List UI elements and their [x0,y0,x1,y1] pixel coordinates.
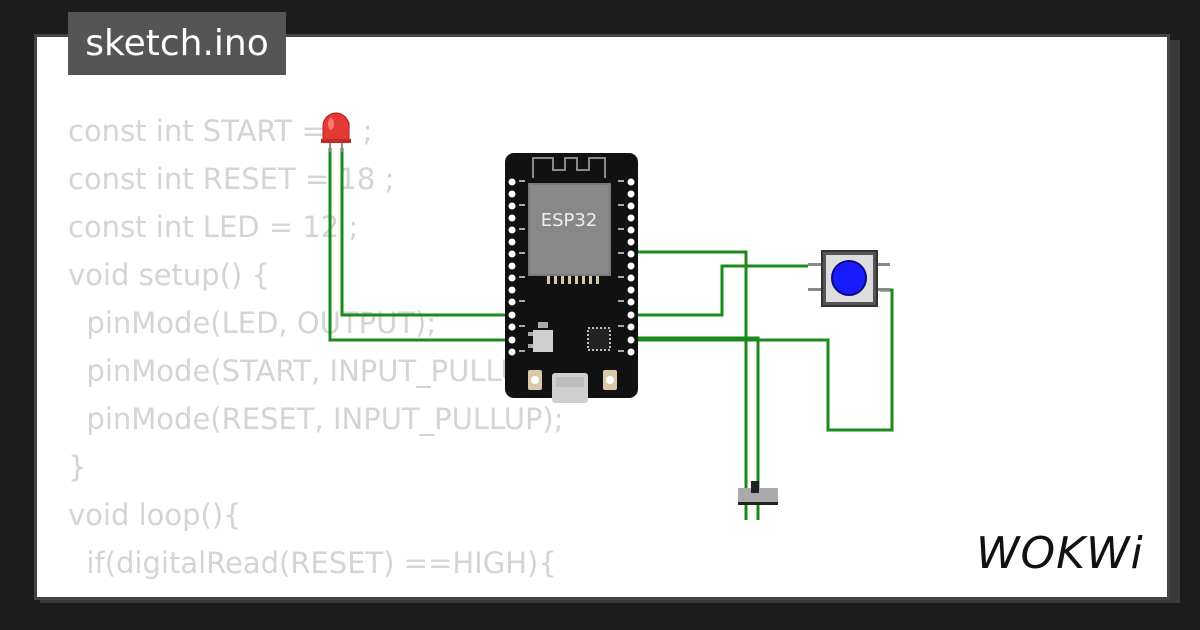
code-line: if(digitalRead(RESET) ==HIGH){ [68,546,557,580]
code-background: const int START = 2 ; const int RESET = 1… [68,107,573,597]
code-line: const int LED = 12 ; [68,210,359,244]
led-icon[interactable] [321,112,351,152]
code-line: const int RESET = 18 ; [68,162,395,196]
wire-reset-switch[interactable] [632,250,748,520]
code-line: pinMode(LED, OUTPUT); [68,306,437,340]
wire-led-gnd[interactable] [328,148,508,342]
esp32-board[interactable]: ESP32 [505,153,638,403]
wokwi-logo-text: WOKWi [976,528,1144,579]
wire-gnd-button[interactable] [632,288,894,432]
code-line: } [68,450,87,484]
code-line: if(digitalRead(START) == LOW){ [68,587,573,597]
wire-gnd-switch[interactable] [632,336,760,520]
pushbutton-icon[interactable] [808,250,890,307]
file-name-tab[interactable]: sketch.ino [68,12,286,75]
wire-led-signal[interactable] [340,148,508,317]
wokwi-logo-icon: WOKWi [976,528,1144,579]
code-line: void setup() { [68,258,270,292]
slide-switch-icon[interactable] [738,481,778,505]
chip-label: ESP32 [541,210,598,231]
code-line: pinMode(RESET, INPUT_PULLUP); [68,402,564,436]
code-line: const int START = 2 ; [68,114,373,148]
code-line: void loop(){ [68,498,242,532]
wire-start-button[interactable] [632,264,808,317]
